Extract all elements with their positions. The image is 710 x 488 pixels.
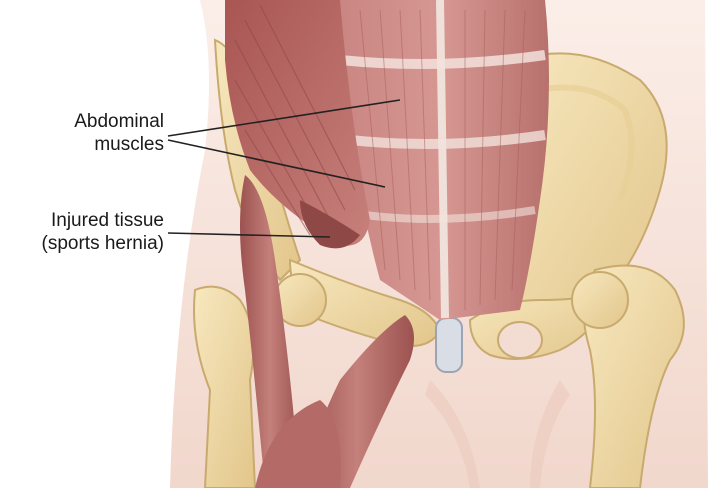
injured-label-line1: Injured tissue	[42, 209, 165, 232]
injured-tissue-label: Injured tissue (sports hernia)	[42, 209, 165, 255]
pubic-symphysis	[436, 318, 462, 372]
injured-label-line2: (sports hernia)	[42, 232, 165, 255]
abdominal-muscles-label: Abdominal muscles	[74, 110, 164, 156]
abdominal-label-line1: Abdominal	[74, 110, 164, 133]
abdominal-label-line2: muscles	[74, 133, 164, 156]
